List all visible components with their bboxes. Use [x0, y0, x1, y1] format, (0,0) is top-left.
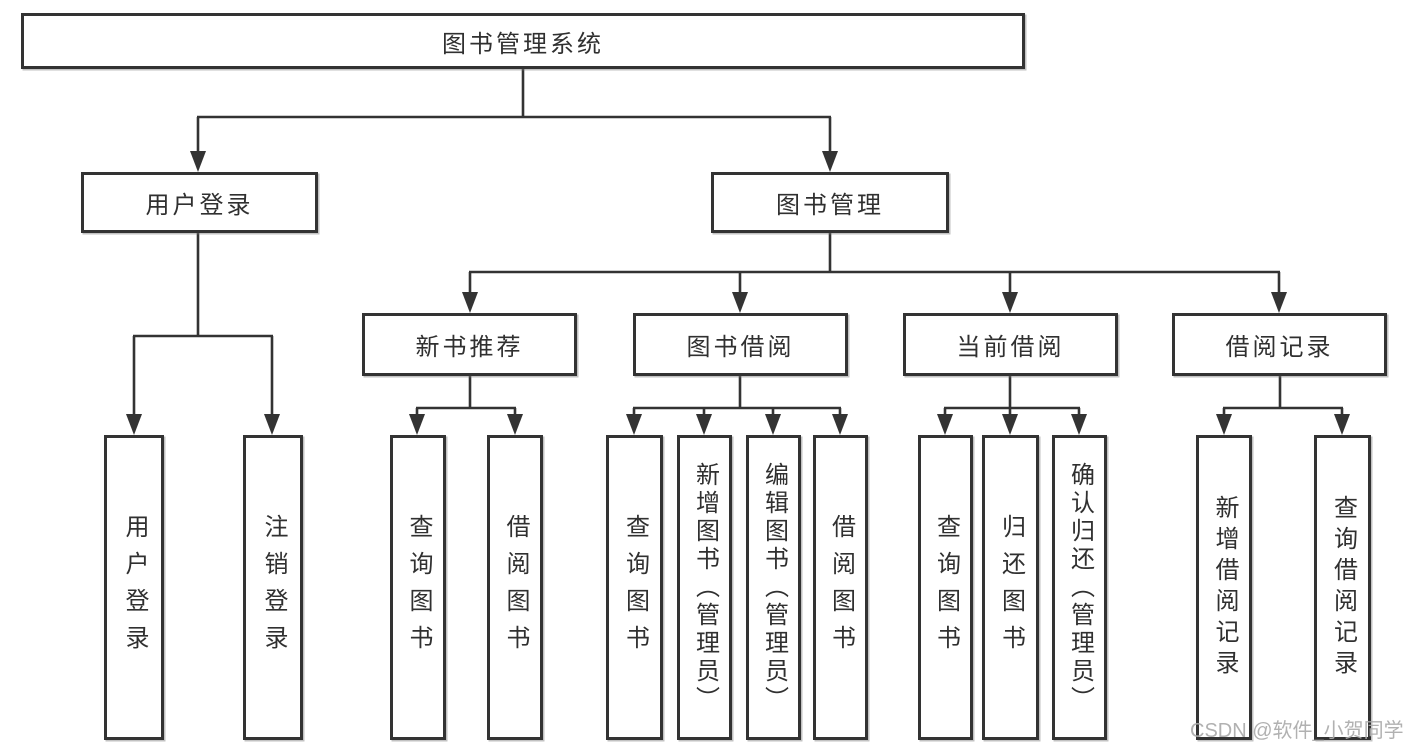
leaf-return-books-label: 归还图书	[997, 513, 1025, 662]
leaf-confirm-return-admin-label: 确认归还（管理员）	[1066, 461, 1094, 714]
leaf-edit-books-admin: 编辑图书（管理员）	[746, 435, 801, 740]
node-book-management: 图书管理	[711, 172, 949, 233]
node-current-borrow-label: 当前借阅	[956, 334, 1065, 361]
leaf-borrow-books-label: 借阅图书	[827, 513, 855, 662]
arrowheads	[126, 151, 1350, 435]
leaf-add-borrow-record: 新增借阅记录	[1196, 435, 1252, 740]
leaf-query-borrow-record-label: 查询借阅记录	[1329, 494, 1357, 681]
node-new-book-recommend-label: 新书推荐	[415, 334, 524, 361]
node-book-management-label: 图书管理	[776, 192, 884, 219]
leaf-borrow-query-books: 查询图书	[606, 435, 663, 740]
leaf-add-borrow-record-label: 新增借阅记录	[1211, 494, 1238, 681]
watermark-text: CSDN @软件_小贺同学	[1190, 720, 1404, 742]
leaf-logout-label: 注销登录	[260, 513, 287, 662]
node-book-borrow-label: 图书借阅	[686, 334, 795, 361]
node-user-login: 用户登录	[81, 172, 318, 233]
leaf-user-login-label: 用户登录	[121, 513, 148, 662]
node-borrow-records-label: 借阅记录	[1225, 334, 1334, 361]
node-system-root: 图书管理系统	[21, 13, 1025, 69]
leaf-add-books-admin-label: 新增图书（管理员）	[691, 461, 719, 714]
leaf-recommend-borrow-books-label: 借阅图书	[502, 513, 529, 662]
node-borrow-records: 借阅记录	[1172, 313, 1387, 376]
leaf-add-books-admin: 新增图书（管理员）	[677, 435, 732, 740]
leaf-return-books: 归还图书	[982, 435, 1039, 740]
leaf-confirm-return-admin: 确认归还（管理员）	[1052, 435, 1107, 740]
leaf-recommend-query-books-label: 查询图书	[405, 513, 432, 662]
node-system-root-label: 图书管理系统	[442, 30, 604, 58]
node-current-borrow: 当前借阅	[903, 313, 1118, 376]
leaf-query-borrow-record: 查询借阅记录	[1314, 435, 1371, 740]
leaf-borrow-query-books-label: 查询图书	[621, 513, 649, 662]
leaf-current-query-books-label: 查询图书	[932, 513, 960, 662]
leaf-edit-books-admin-label: 编辑图书（管理员）	[760, 461, 788, 714]
node-book-borrow: 图书借阅	[633, 313, 848, 376]
node-user-login-label: 用户登录	[145, 192, 254, 219]
leaf-current-query-books: 查询图书	[918, 435, 973, 740]
node-new-book-recommend: 新书推荐	[362, 313, 577, 376]
leaf-logout: 注销登录	[243, 435, 303, 740]
leaf-recommend-query-books: 查询图书	[390, 435, 446, 740]
leaf-recommend-borrow-books: 借阅图书	[487, 435, 543, 740]
leaf-user-login: 用户登录	[104, 435, 164, 740]
leaf-borrow-books: 借阅图书	[813, 435, 868, 740]
